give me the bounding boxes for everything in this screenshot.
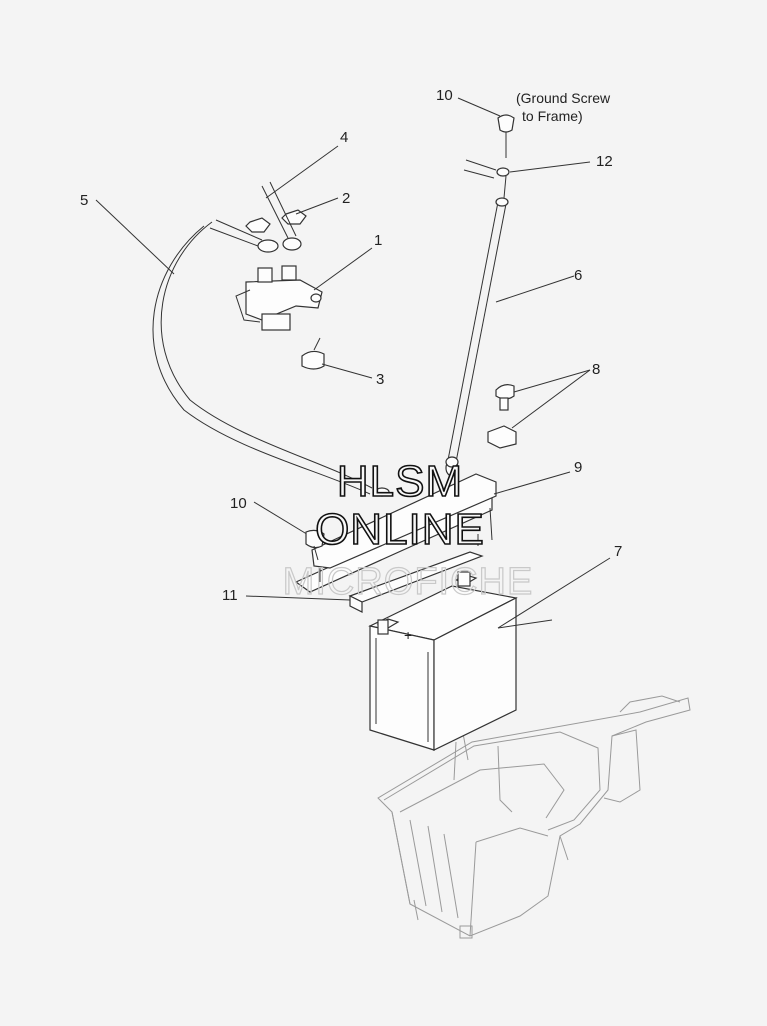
callout-10-left: 10 — [230, 495, 247, 512]
callout-3: 3 — [376, 371, 384, 388]
callout-8: 8 — [592, 361, 600, 378]
tie-rod — [445, 197, 509, 468]
battery: + — [368, 571, 518, 751]
cable-terminals — [209, 181, 302, 253]
callout-1: 1 — [374, 232, 382, 249]
callout-11: 11 — [222, 587, 238, 604]
callout-7: 7 — [614, 543, 622, 560]
ground-hardware — [463, 114, 515, 199]
ground-screw-note-line1: (Ground Screw — [516, 90, 611, 106]
callout-4: 4 — [340, 129, 348, 146]
leader-lines — [95, 97, 611, 629]
callout-9: 9 — [574, 459, 582, 476]
starter-solenoid — [235, 265, 323, 331]
callout-10-top: 10 — [436, 87, 453, 104]
carriage-bolt-and-nut — [487, 384, 517, 449]
battery-tray — [377, 695, 691, 939]
callout-2: 2 — [342, 190, 350, 207]
battery-positive-marking: + — [404, 627, 412, 643]
callout-5: 5 — [80, 192, 88, 209]
callout-12: 12 — [596, 153, 613, 170]
watermark-line2: ONLINE — [315, 505, 485, 554]
callout-6: 6 — [574, 267, 582, 284]
solenoid-mounting-screw — [301, 337, 325, 370]
battery-cable — [152, 221, 373, 495]
ground-screw-lower — [305, 529, 325, 561]
battery-hold-down — [294, 459, 497, 613]
ground-screw-note-line2: to Frame) — [522, 108, 583, 124]
watermark-line1: HLSM — [337, 457, 463, 506]
watermark-line3: MICROFICHE — [283, 561, 534, 603]
watermark: HLSM ONLINE MICROFICHE — [282, 456, 534, 603]
